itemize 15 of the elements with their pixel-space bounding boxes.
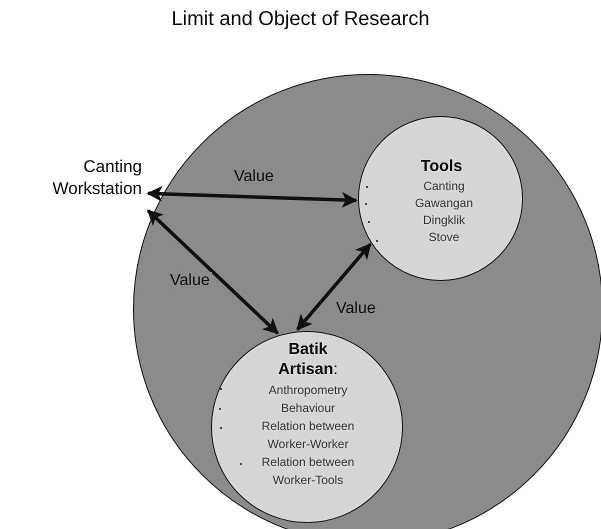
- double-arrow: [146, 186, 358, 208]
- node-label: Canting Workstation: [20, 156, 142, 200]
- list-item: Relation between Worker-Tools: [260, 454, 356, 489]
- list-item: Behaviour: [280, 400, 336, 417]
- list-item: Anthropometry: [268, 382, 348, 399]
- list-item: Gawangan: [414, 195, 474, 212]
- node-heading: Batik Artisan:: [277, 340, 339, 380]
- list-item: Stove: [428, 229, 460, 246]
- node-heading: Tools: [420, 157, 464, 177]
- diagram-title: Limit and Object of Research: [170, 8, 430, 31]
- double-arrow: [146, 209, 279, 334]
- list-item: Canting: [422, 178, 466, 195]
- double-arrow: [296, 243, 372, 331]
- list-item: Dingklik: [422, 212, 466, 229]
- list-item: Relation between Worker-Worker: [260, 418, 356, 453]
